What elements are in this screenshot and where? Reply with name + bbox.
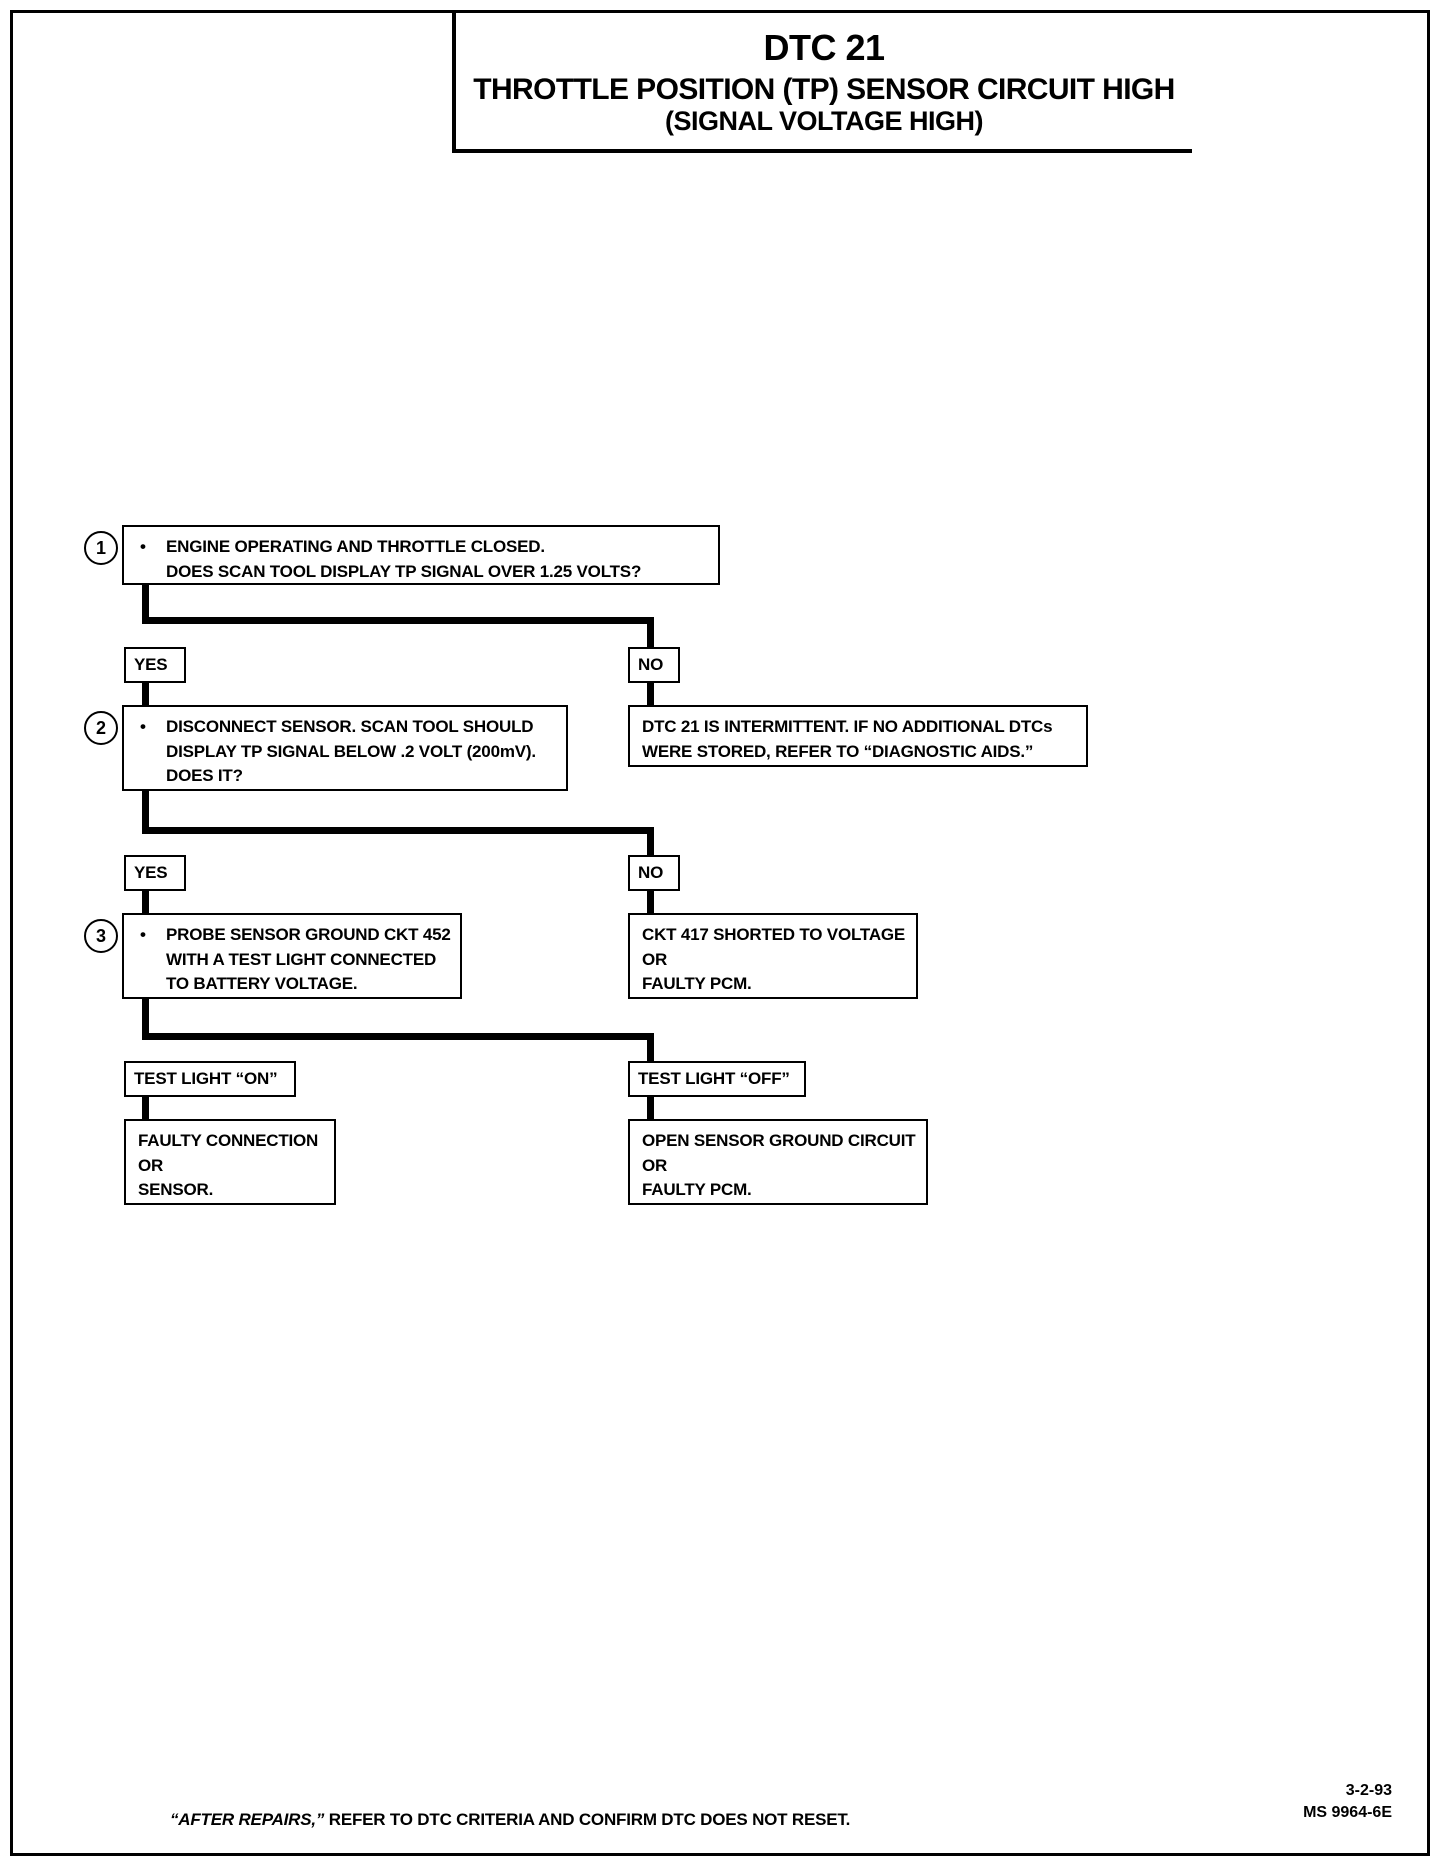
branch-3-test-light-on-label: TEST LIGHT “ON” bbox=[124, 1061, 296, 1097]
step-3-off-result-box: OPEN SENSOR GROUND CIRCUIT OR FAULTY PCM… bbox=[628, 1119, 928, 1205]
bullet-icon: • bbox=[140, 925, 146, 944]
page-subtitle: THROTTLE POSITION (TP) SENSOR CIRCUIT HI… bbox=[473, 72, 1175, 106]
step-3-line-1: PROBE SENSOR GROUND CKT 452 bbox=[166, 925, 451, 944]
step-3-line-3: TO BATTERY VOLTAGE. bbox=[166, 974, 358, 994]
step-2-line-3: DOES IT? bbox=[166, 766, 243, 786]
step-3-off-result-line-3: FAULTY PCM. bbox=[642, 1180, 752, 1200]
step-3-off-result-line-1: OPEN SENSOR GROUND CIRCUIT bbox=[642, 1131, 916, 1150]
step-3-on-result-line-2: OR bbox=[138, 1155, 164, 1175]
step-3-box: • PROBE SENSOR GROUND CKT 452 WITH A TES… bbox=[122, 913, 462, 999]
connector-step1-down bbox=[142, 585, 149, 623]
connector-yes1-down bbox=[142, 683, 149, 705]
footer-date: 3-2-93 bbox=[1345, 1782, 1392, 1799]
connector-step1-no-down bbox=[647, 617, 654, 647]
connector-step3-down bbox=[142, 999, 149, 1039]
connector-no1-down bbox=[647, 683, 654, 705]
step-2-no-result-box: CKT 417 SHORTED TO VOLTAGE OR FAULTY PCM… bbox=[628, 913, 918, 999]
footer-code-block: 3-2-93 MS 9964-6E bbox=[1303, 1780, 1392, 1823]
connector-step2-down bbox=[142, 791, 149, 833]
step-1-line-1: ENGINE OPERATING AND THROTTLE CLOSED. bbox=[166, 537, 545, 556]
step-1-no-result-box: DTC 21 IS INTERMITTENT. IF NO ADDITIONAL… bbox=[628, 705, 1088, 767]
step-1-line-2: DOES SCAN TOOL DISPLAY TP SIGNAL OVER 1.… bbox=[166, 561, 642, 581]
connector-step1-horizontal bbox=[142, 617, 654, 624]
connector-step3-off-down bbox=[647, 1033, 654, 1061]
bullet-icon: • bbox=[140, 717, 146, 736]
footer-note: “AFTER REPAIRS,” REFER TO DTC CRITERIA A… bbox=[170, 1810, 850, 1830]
connector-step2-no-down bbox=[647, 827, 654, 855]
branch-1-yes-label: YES bbox=[124, 647, 186, 683]
branch-2-yes-label: YES bbox=[124, 855, 186, 891]
footer-note-rest: REFER TO DTC CRITERIA AND CONFIRM DTC DO… bbox=[324, 1810, 851, 1829]
step-1-box: • ENGINE OPERATING AND THROTTLE CLOSED. … bbox=[122, 525, 720, 585]
step-3-on-result-box: FAULTY CONNECTION OR SENSOR. bbox=[124, 1119, 336, 1205]
branch-2-no-label: NO bbox=[628, 855, 680, 891]
step-2-no-result-line-1: CKT 417 SHORTED TO VOLTAGE bbox=[642, 925, 906, 944]
footer-doc-code: MS 9964-6E bbox=[1303, 1803, 1392, 1821]
step-1-no-result-line-2: WERE STORED, REFER TO “DIAGNOSTIC AIDS.” bbox=[642, 741, 1034, 761]
step-number-1: 1 bbox=[84, 531, 118, 565]
step-2-line-1: DISCONNECT SENSOR. SCAN TOOL SHOULD bbox=[166, 717, 534, 736]
step-2-line-2: DISPLAY TP SIGNAL BELOW .2 VOLT (200mV). bbox=[166, 741, 536, 761]
page-border bbox=[10, 10, 1430, 1856]
connector-step3-horizontal bbox=[142, 1033, 654, 1040]
step-3-off-result-line-2: OR bbox=[642, 1155, 668, 1175]
step-number-2: 2 bbox=[84, 711, 118, 745]
step-1-no-result-line-1: DTC 21 IS INTERMITTENT. IF NO ADDITIONAL… bbox=[642, 717, 1053, 736]
step-2-no-result-line-2: OR bbox=[642, 949, 668, 969]
step-2-no-result-line-3: FAULTY PCM. bbox=[642, 974, 752, 994]
footer-note-italic: “AFTER REPAIRS,” bbox=[170, 1810, 325, 1829]
step-number-3: 3 bbox=[84, 919, 118, 953]
step-3-on-result-line-3: SENSOR. bbox=[138, 1180, 214, 1200]
page-subtitle-secondary: (SIGNAL VOLTAGE HIGH) bbox=[665, 105, 984, 136]
connector-yes2-down bbox=[142, 891, 149, 913]
connector-off-down bbox=[647, 1097, 654, 1119]
title-block: DTC 21 THROTTLE POSITION (TP) SENSOR CIR… bbox=[452, 13, 1192, 153]
step-3-line-2: WITH A TEST LIGHT CONNECTED bbox=[166, 949, 437, 969]
page-title: DTC 21 bbox=[763, 27, 885, 68]
step-2-box: • DISCONNECT SENSOR. SCAN TOOL SHOULD DI… bbox=[122, 705, 568, 791]
connector-no2-down bbox=[647, 891, 654, 913]
connector-step2-horizontal bbox=[142, 827, 654, 834]
connector-on-down bbox=[142, 1097, 149, 1119]
branch-3-test-light-off-label: TEST LIGHT “OFF” bbox=[628, 1061, 806, 1097]
bullet-icon: • bbox=[140, 537, 146, 556]
step-3-on-result-line-1: FAULTY CONNECTION bbox=[138, 1131, 319, 1150]
branch-1-no-label: NO bbox=[628, 647, 680, 683]
